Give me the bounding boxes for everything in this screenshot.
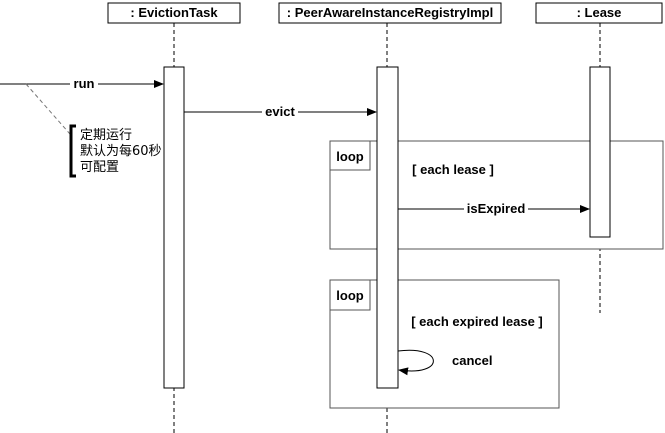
message-is-expired-label: isExpired <box>467 201 526 216</box>
loop-operator-label: loop <box>336 288 363 303</box>
participant-eviction-task-label: : EvictionTask <box>130 5 218 20</box>
message-evict-label: evict <box>265 104 295 119</box>
message-cancel: cancel <box>397 349 492 376</box>
message-evict: evict <box>184 104 377 120</box>
loop-operator-label: loop <box>336 149 363 164</box>
loop-guard-each-expired-lease: [ each expired lease ] <box>411 314 543 329</box>
participant-lease: : Lease <box>535 2 663 24</box>
participant-eviction-task: : EvictionTask <box>107 2 241 24</box>
activation-eviction-task <box>163 66 185 389</box>
participant-lease-label: : Lease <box>577 5 622 20</box>
message-run-label: run <box>74 76 95 91</box>
message-cancel-label: cancel <box>452 353 492 368</box>
message-is-expired: isExpired <box>398 201 590 217</box>
note-schedule: 定期运行 默认为每60秒 可配置 <box>25 83 162 178</box>
loop-guard-each-lease: [ each lease ] <box>412 162 494 177</box>
note-line-2: 默认为每60秒 <box>80 143 162 159</box>
message-run: run <box>0 76 164 92</box>
participant-registry: : PeerAwareInstanceRegistryImpl <box>278 2 502 24</box>
activation-registry <box>376 66 399 389</box>
participant-registry-label: : PeerAwareInstanceRegistryImpl <box>287 5 493 20</box>
note-line-1: 定期运行 <box>80 128 132 143</box>
loop-fragment-each-expired-lease: loop [ each expired lease ] <box>329 279 560 409</box>
activation-lease <box>589 66 611 238</box>
note-line-3: 可配置 <box>80 160 119 175</box>
